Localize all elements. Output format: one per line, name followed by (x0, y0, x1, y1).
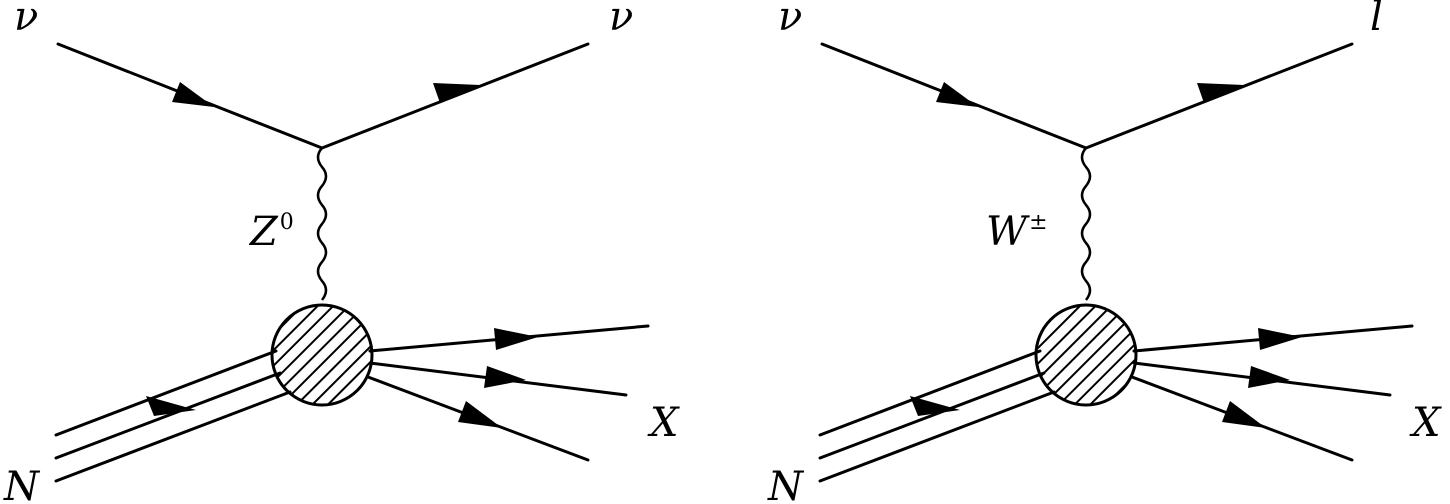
hadron-arrow-3 (458, 401, 502, 428)
nucleon-label: N (767, 464, 805, 504)
boson-label: W± (986, 209, 1048, 255)
hadrons-label: X (647, 400, 680, 446)
nucleon-line-3 (54, 390, 292, 483)
diagram-charged-current: ν l W± N X (767, 0, 1442, 504)
nucleon-line-1 (818, 349, 1042, 437)
incoming-neutrino-arrow (172, 82, 214, 107)
hadron-arrow-1 (1258, 328, 1302, 350)
hadron-arrow-2 (484, 366, 526, 388)
hadron-arrow-2 (1248, 366, 1290, 388)
boson-label-superscript: ± (1029, 210, 1047, 235)
boson-label-base: Z (248, 209, 279, 255)
z-boson-propagator (316, 147, 328, 301)
incoming-neutrino-arrow (936, 82, 978, 107)
nucleon-label: N (3, 464, 41, 504)
hadronic-vertex-blob (270, 303, 374, 407)
outgoing-neutrino-label: ν (609, 0, 633, 40)
nucleon-arrow (910, 396, 960, 416)
hadronic-vertex-blob (1034, 303, 1138, 407)
nucleon-line-2 (54, 371, 282, 460)
nucleon-line-3 (818, 390, 1056, 483)
nucleon-arrow (146, 396, 196, 416)
outgoing-lepton-label: l (1370, 0, 1383, 40)
nucleon-line-2 (818, 371, 1046, 460)
boson-label: Z0 (248, 209, 294, 255)
hadron-arrow-3 (1222, 401, 1266, 428)
outgoing-lepton-arrow (1197, 83, 1244, 103)
hadron-arrow-1 (494, 328, 538, 350)
boson-label-base: W (986, 209, 1030, 255)
boson-label-superscript: 0 (280, 210, 294, 235)
hadrons-label: X (1409, 400, 1442, 446)
outgoing-neutrino-arrow (433, 83, 480, 103)
incoming-neutrino-label: ν (778, 0, 802, 40)
w-boson-propagator (1080, 147, 1092, 301)
nucleon-line-1 (54, 349, 278, 437)
incoming-neutrino-label: ν (14, 0, 38, 40)
diagram-neutral-current: ν ν Z0 N X (3, 0, 680, 504)
